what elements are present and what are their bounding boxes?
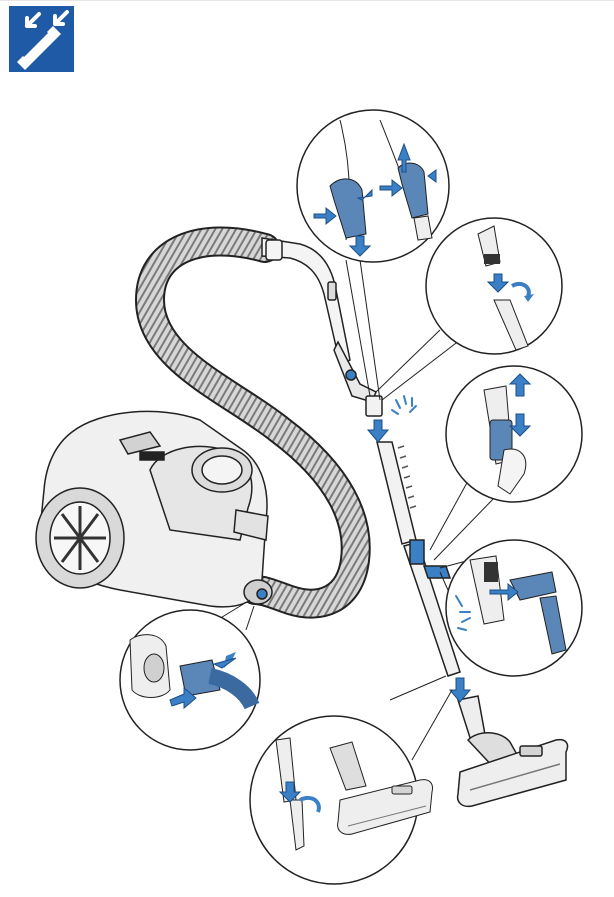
assembly-instruction-badge [9,6,74,72]
assembly-instruction-icon [9,6,74,72]
telescopic-tube [365,395,461,677]
callout-hose-connection [296,109,450,263]
callout-accessory-clip [445,539,583,677]
hose [134,226,371,619]
assembly-arrows [366,419,472,703]
callout-crevice-tool [425,217,563,355]
top-divider [0,0,614,1]
handle [261,237,377,403]
floor-nozzle [456,695,569,808]
callout-lines [213,259,497,761]
callout-hose-to-body [119,609,261,751]
click-sound-marks [391,395,417,415]
vacuum-body [35,410,273,608]
callout-tube-adjust [445,365,583,503]
callout-nozzle-attach [249,715,433,885]
